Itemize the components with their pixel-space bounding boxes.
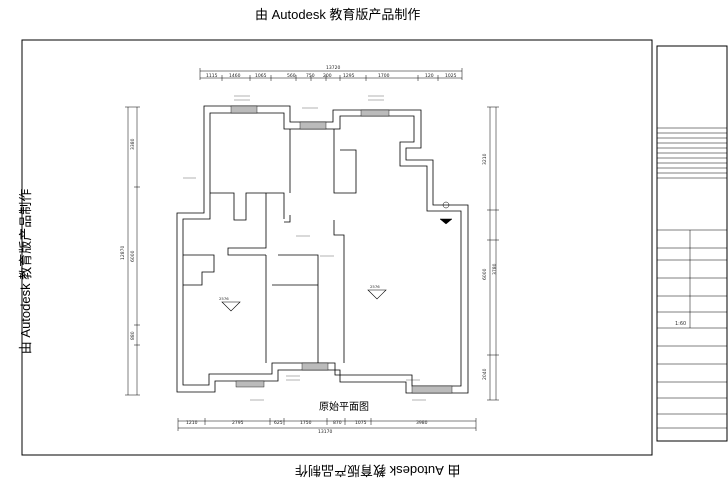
svg-text:880: 880	[130, 331, 136, 340]
title-block	[656, 45, 728, 442]
walls	[176, 105, 469, 394]
left-dimensions	[125, 106, 140, 396]
drawing-title: 原始平面图	[319, 402, 369, 413]
svg-text:2040: 2040	[482, 368, 488, 380]
svg-text:1065: 1065	[255, 73, 267, 79]
svg-text:625: 625	[274, 420, 283, 426]
right-dimensions	[487, 106, 499, 401]
watermark-top: 由 Autodesk 教育版产品制作	[255, 7, 421, 22]
elevation-markers	[221, 289, 387, 312]
svg-text:1460: 1460	[229, 73, 241, 79]
right-segment-labels: 3210 3780 6000 2040	[482, 153, 498, 380]
svg-text:1295: 1295	[343, 73, 355, 79]
svg-text:200: 200	[323, 73, 332, 79]
svg-text:1025: 1025	[445, 73, 457, 79]
svg-text:1750: 1750	[300, 420, 312, 426]
left-total-dim: 12870	[120, 246, 126, 260]
left-segment-labels: 3380 6000 880	[130, 138, 136, 340]
svg-text:870: 870	[333, 420, 342, 426]
svg-text:3780: 3780	[492, 263, 498, 275]
svg-text:3380: 3380	[130, 138, 136, 150]
top-total-dim: 13720	[326, 65, 340, 71]
top-segment-labels: 1115 1460 1065 560 750 200 1295 1700 120…	[206, 73, 457, 79]
top-dimensions	[199, 68, 463, 81]
svg-text:120: 120	[425, 73, 434, 79]
svg-text:560: 560	[287, 73, 296, 79]
room-label-living: 2576	[370, 284, 380, 289]
entry-fixture-icon	[439, 201, 453, 225]
annotation-leaders	[183, 95, 426, 401]
bottom-segment-labels: 1210 2795 625 1750 870 1075 3980	[186, 420, 428, 426]
bottom-dimensions	[177, 418, 477, 431]
svg-text:6000: 6000	[482, 268, 488, 280]
svg-text:750: 750	[306, 73, 315, 79]
svg-text:3980: 3980	[416, 420, 428, 426]
svg-text:1210: 1210	[186, 420, 198, 426]
windows	[230, 105, 453, 394]
bottom-total-dim: 13170	[318, 429, 332, 435]
svg-text:1700: 1700	[378, 73, 390, 79]
svg-text:2795: 2795	[232, 420, 244, 426]
title-block-rows	[657, 127, 727, 429]
svg-text:1075: 1075	[355, 420, 367, 426]
scale-text: 1:60	[675, 321, 686, 327]
svg-text:1115: 1115	[206, 73, 218, 79]
svg-text:6000: 6000	[130, 250, 136, 262]
svg-text:3210: 3210	[482, 153, 488, 165]
sheet-border	[21, 39, 653, 456]
room-label-bedroom: 2576	[219, 296, 229, 301]
